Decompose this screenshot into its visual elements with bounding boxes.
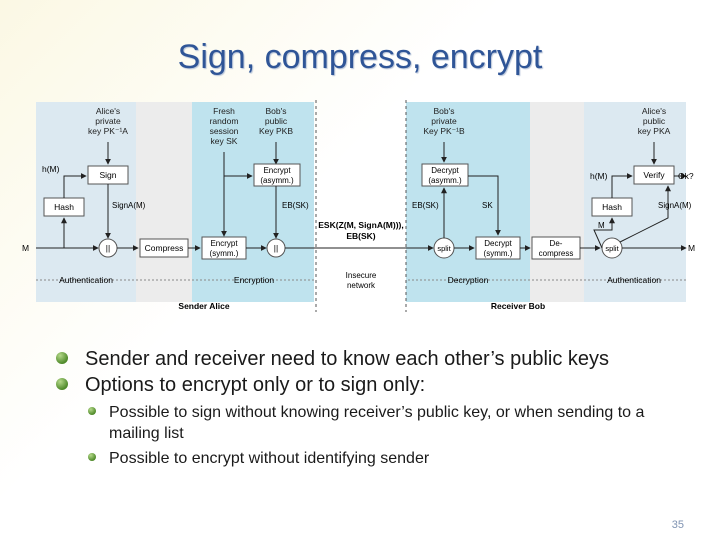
- region-compress: [136, 102, 192, 302]
- label-m-mid-right: M: [598, 221, 605, 230]
- sub-bullet-item: Possible to sign without knowing receive…: [88, 402, 696, 444]
- label-h-m-left: h(M): [42, 164, 60, 174]
- svg-text:Verify: Verify: [643, 170, 665, 180]
- svg-text:compress: compress: [539, 249, 574, 258]
- sub-bullet-text: Possible to sign without knowing receive…: [109, 404, 645, 442]
- svg-text:(asymm.): (asymm.): [428, 176, 462, 185]
- label-sk-right: SK: [482, 201, 493, 210]
- svg-text:Encrypt: Encrypt: [210, 239, 238, 248]
- box-concat-mid: ||: [266, 238, 286, 258]
- label-authentication-right: Authentication: [607, 275, 661, 285]
- box-hash-left: Hash: [43, 197, 85, 217]
- svg-text:(asymm.): (asymm.): [260, 176, 294, 185]
- svg-text:split: split: [605, 244, 619, 253]
- label-ek-sk-left: EB(SK): [282, 201, 309, 210]
- bullet-text: Sender and receiver need to know each ot…: [85, 348, 610, 370]
- slide-title: Sign, compress, encrypt: [177, 38, 543, 76]
- bullet-dot-icon: [56, 378, 68, 390]
- label-ek-sk-right: EB(SK): [412, 201, 439, 210]
- sub-bullet-dot-icon: [88, 453, 96, 461]
- svg-text:(symm.): (symm.): [484, 249, 513, 258]
- line-split-to-hash: [593, 217, 615, 249]
- box-split-mid: split: [433, 237, 455, 259]
- box-concat-left: ||: [98, 238, 118, 258]
- svg-text:De-: De-: [550, 239, 563, 248]
- page-number: 35: [671, 519, 684, 531]
- region-decompress: [530, 102, 584, 302]
- svg-text:Hash: Hash: [54, 202, 74, 212]
- line-hash-to-sign: [63, 173, 87, 198]
- svg-text:Hash: Hash: [602, 202, 622, 212]
- line-split-sig-to-verify: [619, 185, 671, 243]
- label-ciphertext: ESK(Z(M, SignA(M))),: [318, 220, 403, 230]
- svg-text:(symm.): (symm.): [210, 249, 239, 258]
- box-split-right: split: [601, 237, 623, 259]
- line-hash-to-verify: [611, 173, 633, 198]
- bullet-list: Sender and receiver need to know each ot…: [56, 346, 696, 469]
- sub-bullet-text: Possible to encrypt without identifying …: [109, 450, 430, 467]
- label-decryption: Decryption: [448, 275, 489, 285]
- box-verify: Verify: [633, 165, 675, 185]
- box-encrypt-sym: Encrypt (symm.): [201, 236, 247, 260]
- label-ok: Ok?: [678, 171, 694, 181]
- bullet-item: Sender and receiver need to know each ot…: [56, 346, 696, 372]
- box-decrypt-sym: Decrypt (symm.): [475, 236, 521, 260]
- label-encryption: Encryption: [234, 275, 274, 285]
- label-m-left: M: [22, 243, 29, 253]
- box-hash-right: Hash: [591, 197, 633, 217]
- svg-text:Decrypt: Decrypt: [431, 166, 459, 175]
- label-receiver: Receiver Bob: [491, 301, 545, 311]
- svg-text:Decrypt: Decrypt: [484, 239, 512, 248]
- label-m-right: M: [688, 243, 695, 253]
- svg-text:Encrypt: Encrypt: [263, 166, 291, 175]
- bullet-text: Options to encrypt only or to sign only:: [85, 374, 426, 396]
- box-sign: Sign: [87, 165, 129, 185]
- box-compress: Compress: [139, 238, 189, 258]
- svg-text:||: ||: [106, 243, 110, 253]
- svg-text:||: ||: [274, 243, 278, 253]
- box-decompress: De- compress: [531, 236, 581, 260]
- label-sender: Sender Alice: [178, 301, 229, 311]
- svg-text:Compress: Compress: [145, 243, 184, 253]
- box-encrypt-asym: Encrypt (asymm.): [253, 163, 301, 187]
- label-sign-out-left: SignA(M): [112, 201, 146, 210]
- bullet-item: Options to encrypt only or to sign only:: [56, 372, 696, 398]
- region-decrypt: [406, 102, 530, 302]
- region-encrypt: [192, 102, 314, 302]
- label-ciphertext-2: EB(SK): [346, 231, 375, 241]
- svg-text:Sign: Sign: [99, 170, 116, 180]
- bullet-dot-icon: [56, 352, 68, 364]
- sub-bullet-item: Possible to encrypt without identifying …: [88, 448, 696, 469]
- label-h-m-right: h(M): [590, 171, 608, 181]
- label-sign-in-right: SignA(M): [658, 201, 692, 210]
- sub-bullet-dot-icon: [88, 407, 96, 415]
- label-authentication-left: Authentication: [59, 275, 113, 285]
- svg-text:split: split: [437, 244, 451, 253]
- line-decrypt-asym-sk: [468, 175, 501, 236]
- box-decrypt-asym: Decrypt (asymm.): [421, 163, 469, 187]
